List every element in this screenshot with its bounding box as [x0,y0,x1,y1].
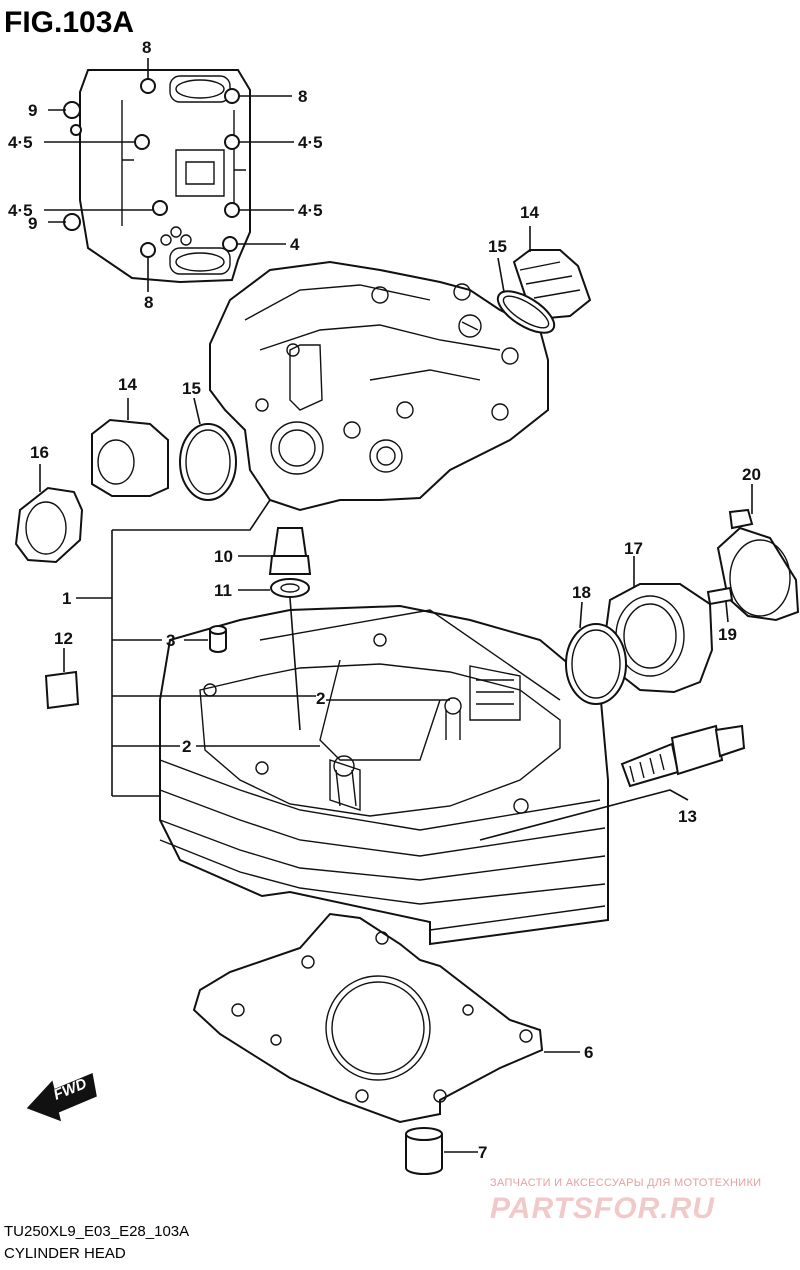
leader-lines [39,58,753,1153]
callout-14-left: 14 [118,375,137,394]
oil-seal-ring [14,486,84,564]
head-gasket [192,912,544,1124]
model-code: TU250XL9_E03_E28_103A [4,1223,189,1240]
callout-4-5-right-top: 4·5 [298,133,323,152]
figure-title: FIG.103A [4,6,134,39]
callout-17: 17 [624,539,643,558]
dowel-pin [405,1127,443,1175]
callout-7: 7 [478,1143,487,1162]
callout-9-bottom: 9 [28,214,37,233]
fwd-arrow-icon [26,1072,97,1122]
callout-20: 20 [742,465,761,484]
cylinder-head-cover [63,69,251,284]
callout-4-5-left-top: 4·5 [8,133,33,152]
callout-8-bottom: 8 [144,293,153,312]
fwd-direction-badge: FWD [26,1072,97,1122]
plug-cap [44,670,80,710]
callouts: 8 8 8 9 9 4·5 4·5 4·5 4·5 4 14 15 14 15 … [8,38,761,1162]
section-name: CYLINDER HEAD [4,1245,126,1262]
watermark: ЗАПЧАСТИ И АКСЕССУАРЫ ДЛЯ МОТОТЕХНИКИ PA… [490,1177,761,1225]
callout-4: 4 [290,235,300,254]
callout-2-a: 2 [316,689,325,708]
callout-8-right: 8 [298,87,307,106]
callout-4-5-right-bottom: 4·5 [298,201,323,220]
callout-3: 3 [166,631,175,650]
washer [270,578,310,598]
callout-2-b: 2 [182,737,191,756]
callout-12: 12 [54,629,73,648]
callout-15-left: 15 [182,379,201,398]
callout-18: 18 [572,583,591,602]
cylinder-head-lower [159,604,609,946]
intake-cap-left [91,418,169,497]
dowel-small [209,625,227,653]
callout-14-top: 14 [520,203,539,222]
o-ring-left [179,423,237,501]
callout-13: 13 [678,807,697,826]
callout-10: 10 [214,547,233,566]
watermark-tagline: ЗАПЧАСТИ И АКСЕССУАРЫ ДЛЯ МОТОТЕХНИКИ [490,1177,761,1189]
cylinder-head-upper [209,260,549,512]
callout-8-top: 8 [142,38,151,57]
cap-nut [268,527,312,575]
clamp-screw [706,586,734,606]
callout-9-top: 9 [28,101,37,120]
callout-6: 6 [584,1043,593,1062]
watermark-brand: PARTSFOR.RU [490,1192,715,1225]
o-ring-top [496,290,556,334]
callout-16: 16 [30,443,49,462]
callout-4-5-left-bottom: 4·5 [8,201,33,220]
callout-11: 11 [214,581,232,600]
callout-1: 1 [62,589,71,608]
spark-plug [620,724,746,788]
callout-15-top: 15 [488,237,507,256]
o-ring-intake [565,623,627,705]
callout-19: 19 [718,625,737,644]
hose-clamp [716,508,800,622]
